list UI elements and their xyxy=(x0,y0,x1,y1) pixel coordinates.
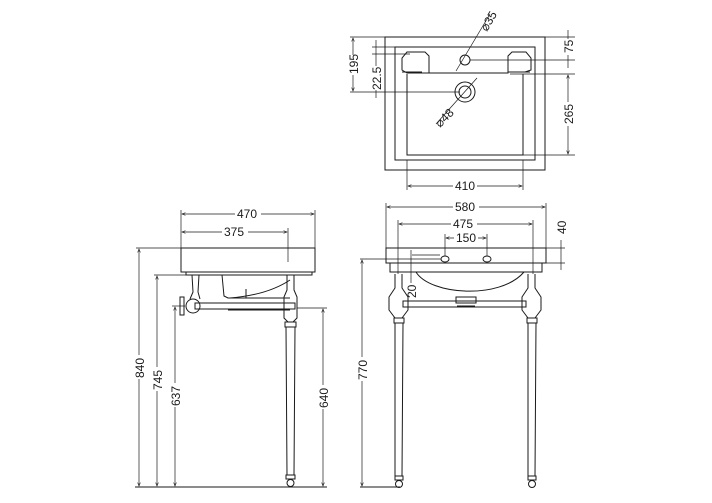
dim-overall-width: 580 xyxy=(455,200,475,214)
deck-shelves xyxy=(401,51,532,74)
side-leg-top xyxy=(283,275,298,323)
side-bowl xyxy=(221,274,291,299)
dim-deck-offset: 22.5 xyxy=(370,66,384,90)
dim-wall-to-leg: 375 xyxy=(224,225,244,239)
side-rail xyxy=(194,302,296,310)
dim-overall-height: 840 xyxy=(133,358,147,378)
front-leg-right xyxy=(527,322,537,477)
bowl-outline xyxy=(406,74,524,156)
dim-overflow-drop: 20 xyxy=(405,284,419,298)
front-leg-left xyxy=(394,322,404,477)
dim-waste-dia: ⌀48 xyxy=(432,105,457,130)
plan-view: ⌀35 ⌀48 195 22.5 75 265 41 xyxy=(346,8,576,193)
dim-back-to-tap-hole: 75 xyxy=(562,39,576,53)
dim-tap-centres: 150 xyxy=(456,231,476,245)
dim-leg-height: 640 xyxy=(317,388,331,408)
front-bowl xyxy=(415,271,525,292)
side-leg xyxy=(285,326,296,476)
front-rail xyxy=(402,300,527,308)
tap-hole-left xyxy=(440,255,450,263)
tap-hole-right xyxy=(482,255,492,263)
dim-overall-depth: 470 xyxy=(237,207,257,221)
basin-inner-rim xyxy=(394,46,536,161)
dim-leg-centres: 475 xyxy=(453,217,473,231)
dim-bowl-width: 410 xyxy=(455,179,475,193)
dim-bowl-depth: 265 xyxy=(562,104,576,124)
side-basin-rim xyxy=(180,247,316,273)
dim-height-to-rail: 637 xyxy=(169,386,183,406)
side-leg-foot xyxy=(286,479,295,487)
dim-back-to-waste: 195 xyxy=(347,54,361,74)
dim-height-to-underside: 745 xyxy=(151,370,165,390)
dim-basin-height: 770 xyxy=(356,360,370,380)
front-view: 580 475 150 40 20 770 xyxy=(355,200,569,488)
front-basin-rim xyxy=(385,247,547,264)
side-view: 470 375 840 745 637 640 xyxy=(132,207,331,488)
dim-rim-thickness: 40 xyxy=(555,220,569,234)
basin-outline xyxy=(384,36,546,171)
